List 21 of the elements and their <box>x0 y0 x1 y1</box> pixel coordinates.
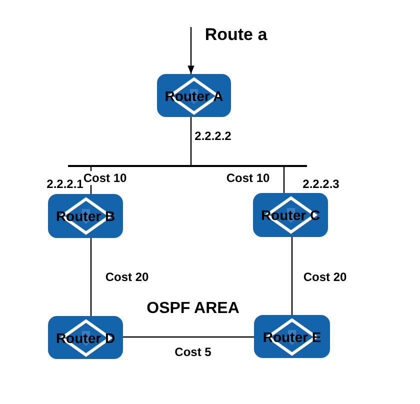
router-box <box>48 316 123 359</box>
ip-address: 2.2.2.2 <box>194 129 232 143</box>
connector-line <box>123 336 254 338</box>
router-box <box>253 193 328 237</box>
edge-label: Cost 5 <box>174 345 212 359</box>
area-label: OSPF AREA <box>146 300 240 318</box>
ip-address: 2.2.2.3 <box>302 177 340 191</box>
connector-line <box>291 237 293 315</box>
edge-label: Cost 20 <box>302 270 348 284</box>
edge-label: Cost 10 <box>225 171 271 185</box>
router-box <box>254 315 330 358</box>
router-box <box>48 194 123 238</box>
connector-line <box>283 167 285 193</box>
arrow <box>188 27 194 74</box>
edge-label: Cost 20 <box>104 270 150 284</box>
connector-line <box>90 238 92 316</box>
connector-line <box>190 117 192 165</box>
ip-address: 2.2.2.1 <box>46 177 84 191</box>
edge-label: Cost 10 <box>82 171 128 185</box>
bus-line <box>68 165 307 167</box>
router-box <box>157 74 231 117</box>
